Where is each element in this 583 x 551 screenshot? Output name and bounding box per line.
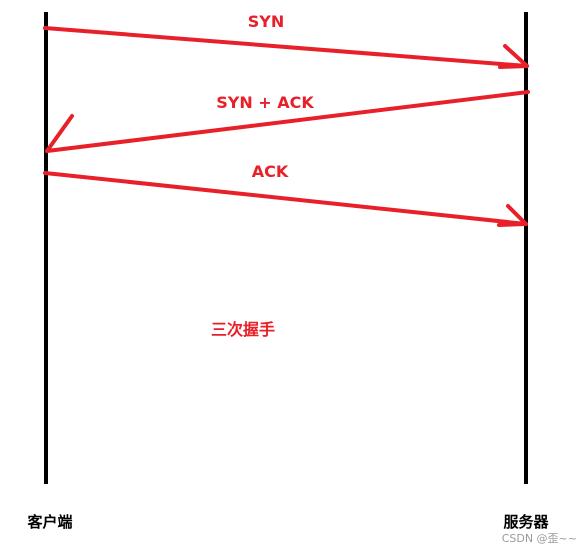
- ack-arrow-head: [497, 204, 528, 227]
- diagram-caption: 三次握手: [211, 320, 275, 339]
- csdn-watermark: CSDN @歪~~: [502, 532, 577, 545]
- client-label: 客户端: [26, 513, 72, 531]
- syn-ack-arrow-shaft: [45, 90, 530, 153]
- server-label: 服务器: [503, 513, 549, 531]
- message-syn: SYN: [43, 12, 529, 69]
- message-syn-ack: SYN + ACK: [45, 90, 530, 153]
- syn-arrow-head: [498, 44, 529, 69]
- syn-label: SYN: [248, 12, 285, 31]
- ack-arrow-shaft: [43, 171, 528, 226]
- message-ack: ACK: [43, 162, 528, 227]
- ack-label: ACK: [252, 162, 289, 181]
- syn-ack-label: SYN + ACK: [216, 93, 314, 112]
- syn-ack-arrow-head: [45, 114, 74, 153]
- syn-arrow-shaft: [43, 26, 529, 68]
